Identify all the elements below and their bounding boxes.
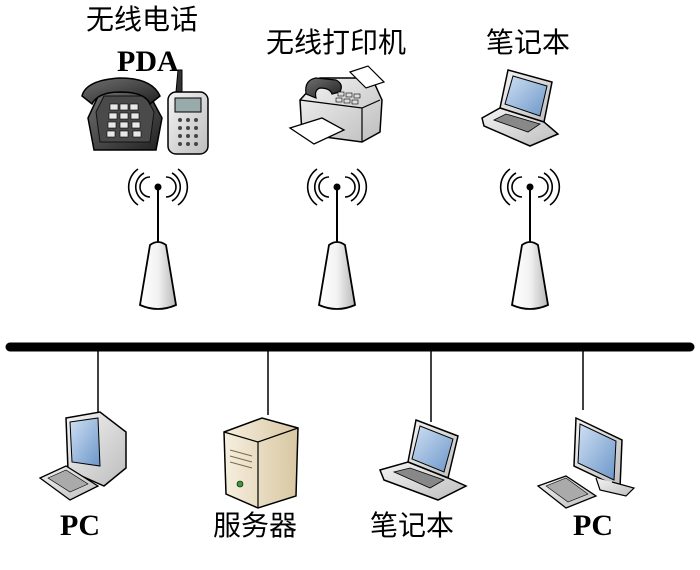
label-wireless-printer: 无线打印机	[266, 26, 407, 59]
antenna-icon-2	[306, 168, 368, 310]
label-pc-left: PC	[60, 509, 100, 542]
laptop-icon-bottom	[378, 418, 468, 501]
label-pda: PDA	[117, 45, 179, 78]
laptop-icon-top	[481, 69, 560, 147]
label-server: 服务器	[213, 509, 298, 542]
pc-icon-right	[536, 416, 636, 509]
printer-icon	[288, 65, 386, 145]
label-wireless-phone: 无线电话	[86, 3, 199, 36]
antenna-icon-1	[127, 168, 189, 310]
phone-pda-icon	[81, 69, 209, 155]
pc-icon-left	[38, 411, 127, 501]
label-wireless-laptop: 笔记本	[486, 26, 571, 59]
label-laptop-wired: 笔记本	[370, 509, 455, 542]
label-pc-right: PC	[573, 509, 613, 542]
server-icon	[223, 417, 299, 509]
antenna-icon-3	[499, 168, 561, 310]
